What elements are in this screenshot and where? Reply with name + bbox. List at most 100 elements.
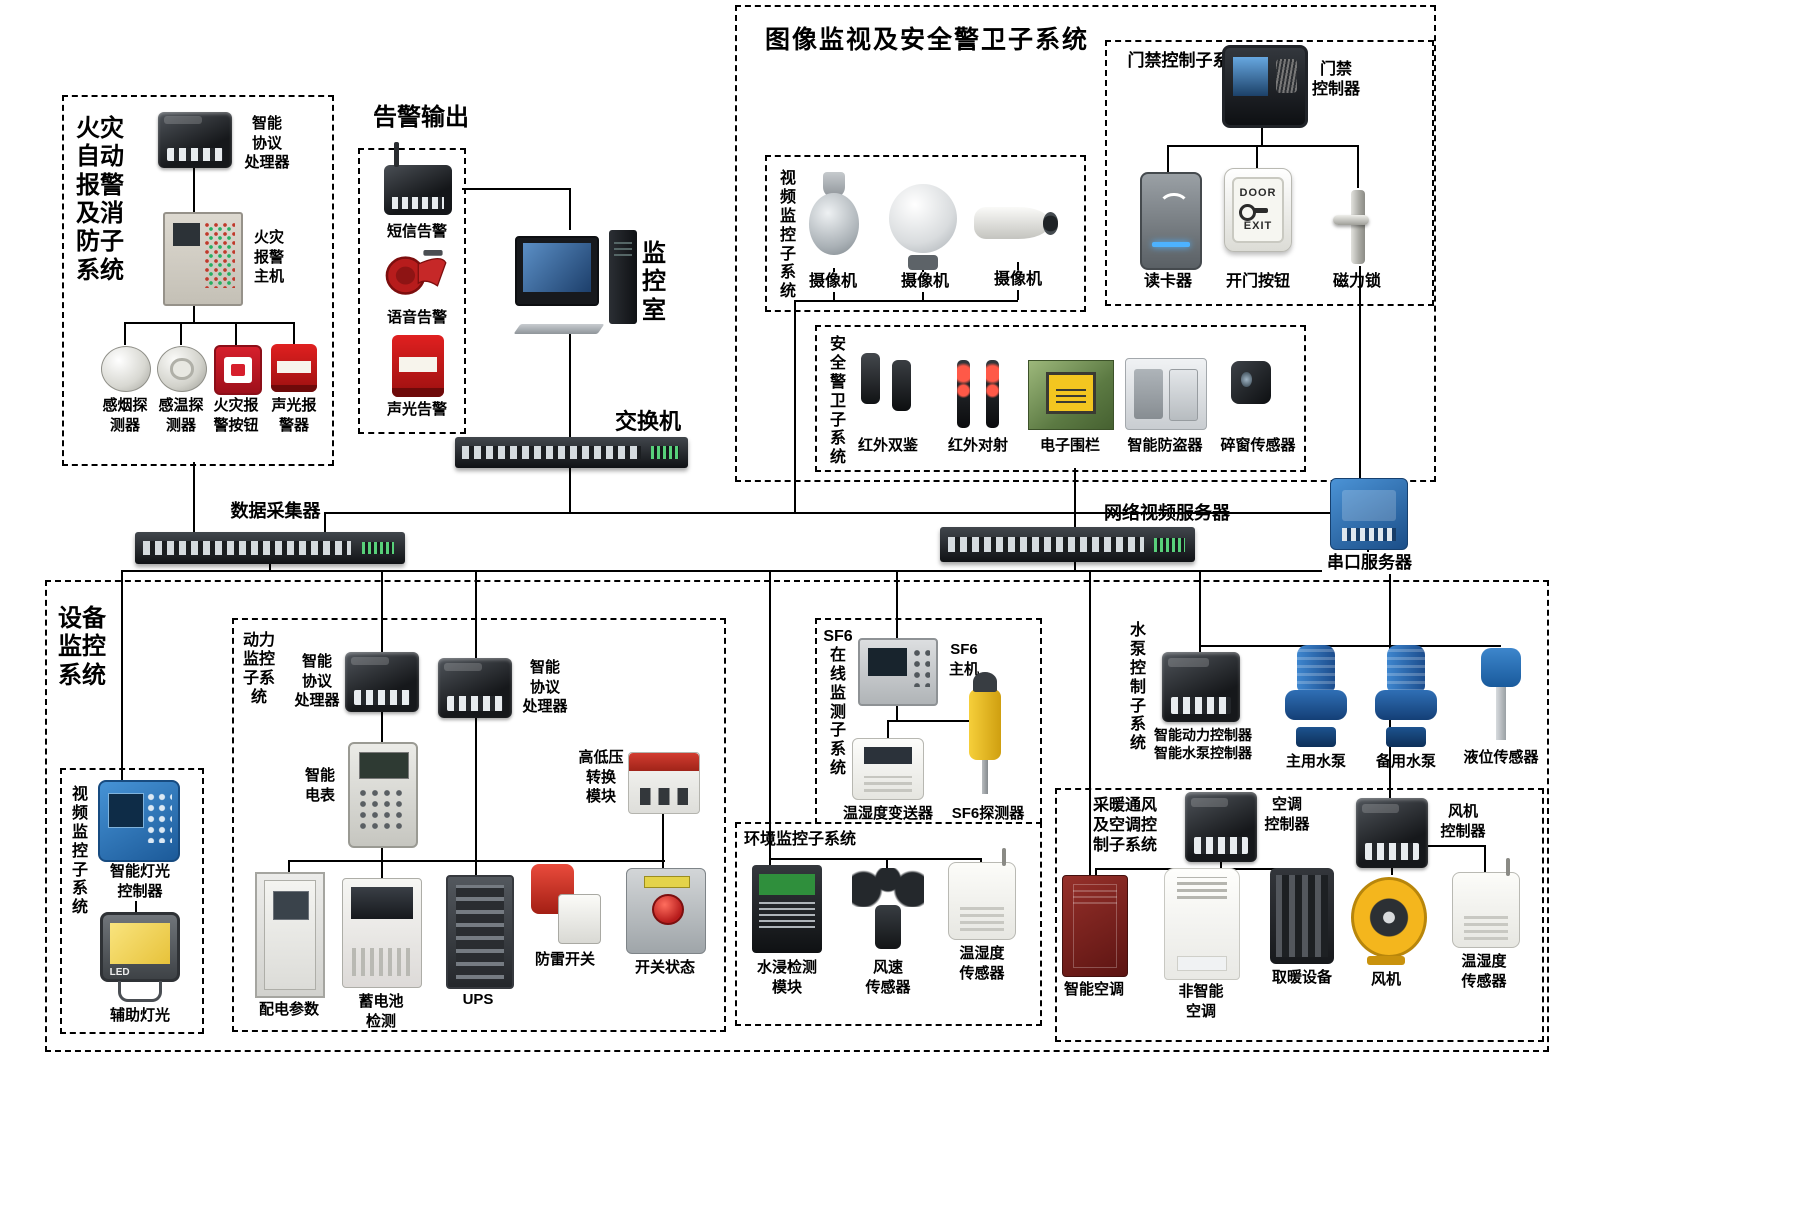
- connector-line: [1256, 145, 1258, 168]
- connector-line: [1357, 145, 1359, 188]
- exit-text: EXIT: [1243, 220, 1273, 233]
- connector-line: [193, 168, 195, 212]
- lightning-switch-label: 防雷开关: [534, 951, 595, 968]
- switch-label: 交换机: [614, 409, 681, 434]
- card-reader-device: [1140, 172, 1202, 270]
- fire-protocol-processor: [158, 112, 232, 168]
- pump-base: [1385, 726, 1427, 747]
- connector-line: [569, 334, 571, 437]
- anti-theft-device: [1125, 358, 1207, 430]
- fire-protocol-processor-label: 智能 协议 处理器: [244, 115, 290, 171]
- connector-line: [1167, 145, 1169, 172]
- temp-humidity-hvac-label: 温湿度 传感器: [1461, 953, 1507, 990]
- sf6-subsystem-title: SF6 在 线 监 测 子 系 统: [823, 628, 853, 778]
- pump-subsystem-title: 水 泵 控 制 子 系 统: [1129, 622, 1146, 753]
- connector-line: [794, 300, 1018, 302]
- switch-status-breaker: [626, 868, 706, 954]
- power-monitoring-box: [232, 618, 726, 1032]
- lightning-protection-switch: [528, 862, 602, 946]
- data-collector-label: 数据采集器: [230, 501, 321, 521]
- video-sub-title: 视 频 监 控 子 系 统: [71, 786, 88, 917]
- fire-alarm-button-label: 火灾报 警按钮: [213, 397, 259, 434]
- temp-humidity-env-label: 温湿度 传感器: [959, 945, 1005, 982]
- connector-line: [896, 570, 898, 638]
- electronic-fence-label: 电子围栏: [1039, 437, 1100, 454]
- door-open-button-label: 开门按钮: [1225, 273, 1290, 290]
- connector-line: [769, 570, 771, 865]
- auxiliary-light-device: LED: [100, 912, 180, 1002]
- sms-alarm-device: [384, 142, 452, 215]
- electronic-fence: [1028, 360, 1114, 430]
- connector-line: [1484, 845, 1486, 872]
- fire-subsystem-box: [62, 95, 334, 466]
- connector-line: [1095, 868, 1097, 875]
- monitoring-room-label: 监 控 室: [642, 240, 666, 324]
- pump-controller-label: 智能动力控制器 智能水泵控制器: [1154, 727, 1252, 762]
- infrared-dual-label: 红外双鉴: [857, 437, 918, 454]
- connector-line: [235, 322, 237, 345]
- dome-camera: [806, 172, 862, 268]
- sms-alarm-label: 短信告警: [386, 223, 447, 240]
- magnetic-lock-label: 磁力锁: [1332, 273, 1381, 290]
- fire-subsystem-title: 火灾 自动 报警 及消 防子 系统: [76, 115, 124, 284]
- video-surveillance-box: [765, 155, 1086, 312]
- sf6-host-device: [858, 638, 938, 706]
- battery-test-label: 蓄电池 检测: [358, 993, 404, 1030]
- magnetic-lock-device: [1327, 188, 1389, 266]
- connector-line: [1199, 645, 1201, 652]
- connector-line: [381, 712, 383, 742]
- fan-device: [1346, 875, 1428, 965]
- water-leak-module: [752, 865, 822, 953]
- connector-line: [1391, 868, 1393, 875]
- sf6-host-label: SF6 主机: [948, 641, 979, 678]
- main-pump-label: 主用水泵: [1285, 753, 1346, 770]
- access-control-title: 门禁控制子系统: [1127, 51, 1247, 70]
- ups-device: [446, 875, 514, 989]
- connector-line: [193, 462, 195, 532]
- door-text: DOOR: [1239, 186, 1277, 199]
- transmitter-label: 温湿度变送器: [842, 805, 933, 822]
- connector-line: [896, 702, 898, 720]
- sf6-detector-device: [955, 672, 1015, 794]
- water-leak-label: 水浸检测 模块: [756, 959, 817, 996]
- serial-server-label: 串口服务器: [1322, 552, 1417, 575]
- bullet-camera: [974, 190, 1062, 262]
- pump-controller-device: [1162, 652, 1240, 722]
- ptz-camera: [886, 176, 960, 270]
- connector-line: [475, 570, 477, 658]
- connector-line: [1199, 645, 1501, 647]
- connector-line: [288, 860, 290, 872]
- fire-alarm-host-label: 火灾 报警 主机: [253, 229, 284, 285]
- temp-humidity-sensor-env: [948, 847, 1016, 940]
- serial-server: [1330, 478, 1408, 550]
- data-collector: [135, 532, 405, 564]
- smoke-detector: [101, 346, 151, 392]
- connector-line: [1089, 570, 1091, 875]
- connector-line: [794, 300, 796, 512]
- fire-alarm-host: [163, 212, 243, 306]
- backup-pump-label: 备用水泵: [1375, 753, 1436, 770]
- light-bracket: [117, 981, 163, 1002]
- card-reader-label: 读卡器: [1143, 273, 1192, 290]
- connector-line: [1359, 266, 1361, 478]
- connector-line: [1428, 845, 1485, 847]
- infrared-beam-label: 红外对射: [947, 437, 1008, 454]
- infrared-beam-detector: [950, 355, 1006, 433]
- camera-label: 摄像机: [988, 270, 1048, 290]
- connector-line: [269, 564, 271, 572]
- horn-icon: [385, 249, 447, 295]
- environment-monitoring-box: [735, 822, 1042, 1026]
- heating-device-label: 取暖设备: [1271, 969, 1332, 986]
- video-surveillance-title: 视 频 监 控 子 系 统: [779, 170, 796, 301]
- power-subsystem-title: 动力 监控 子系 统: [242, 632, 275, 706]
- switch-status-label: 开关状态: [634, 959, 695, 976]
- power-protocol-processor-1: [345, 652, 419, 712]
- voice-alarm-device: [385, 242, 449, 304]
- equipment-monitoring-box: [45, 580, 1549, 1052]
- connector-line: [887, 720, 889, 738]
- connector-line: [769, 858, 981, 860]
- liquid-level-sensor: [1470, 648, 1532, 742]
- equipment-title: 设备 监控 系统: [58, 605, 106, 689]
- power-protocol-processor-2: [438, 658, 512, 718]
- security-guard-box: [815, 325, 1306, 472]
